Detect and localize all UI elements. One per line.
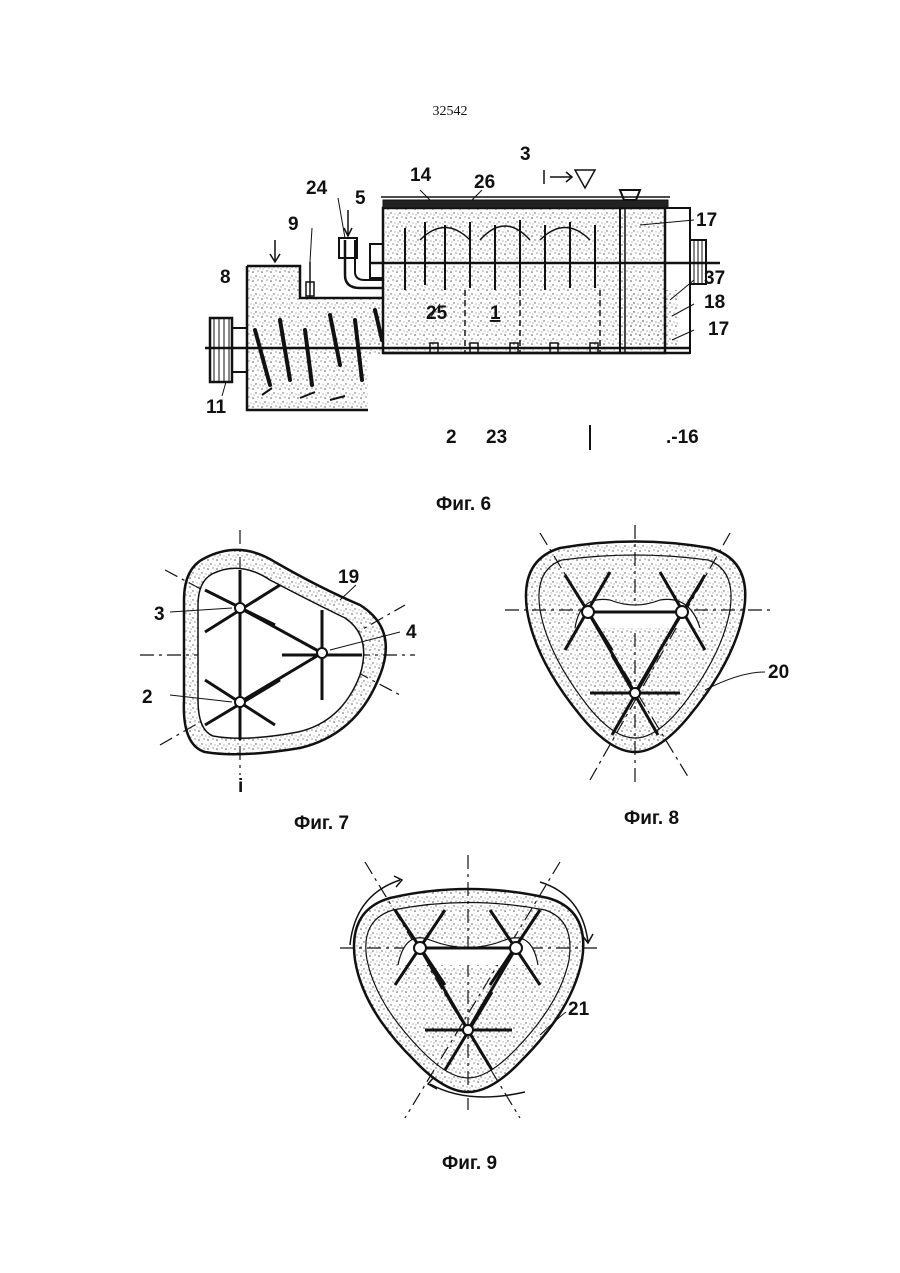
- fig7-caption: Фиг. 7: [294, 813, 349, 835]
- fig7-label-4: 4: [406, 622, 417, 643]
- fig6-label-23: 23: [486, 427, 507, 448]
- fig6-label-2: 2: [446, 427, 457, 448]
- fig7-label-2: 2: [142, 687, 153, 708]
- fig6-label-26: 26: [474, 172, 495, 193]
- fig6-label-3: 3: [520, 144, 531, 165]
- fig6-label-1: 1: [490, 303, 501, 324]
- figure-9-drawing: [340, 855, 600, 1118]
- fig6-label-16: .-16: [666, 427, 699, 448]
- fig6-label-5: 5: [355, 188, 366, 209]
- fig6-label-24: 24: [306, 178, 328, 199]
- fig6-label-8: 8: [220, 267, 231, 288]
- fig6-label-17-bottom: 17: [708, 319, 729, 340]
- fig8-label-20: 20: [768, 662, 789, 683]
- fig6-label-37: 37: [704, 268, 725, 289]
- figure-7-drawing: [140, 530, 415, 775]
- fig6-label-17-top: 17: [696, 210, 717, 231]
- fig8-caption: Фиг. 8: [624, 808, 679, 830]
- fig9-label-21: 21: [568, 999, 590, 1020]
- figure-6-drawing: [205, 170, 720, 450]
- fig6-label-9: 9: [288, 214, 299, 235]
- figure-8-drawing: [505, 525, 770, 785]
- fig7-label-19: 19: [338, 567, 359, 588]
- fig9-caption: Фиг. 9: [442, 1153, 497, 1175]
- fig7-label-3: 3: [154, 604, 165, 625]
- fig7-label-i: i: [238, 776, 243, 797]
- fig6-label-18: 18: [704, 292, 725, 313]
- fig6-label-25: 25: [426, 303, 448, 324]
- fig6-label-14: 14: [410, 165, 432, 186]
- fig6-caption: Фиг. 6: [436, 494, 491, 516]
- fig6-label-11: 11: [206, 397, 227, 418]
